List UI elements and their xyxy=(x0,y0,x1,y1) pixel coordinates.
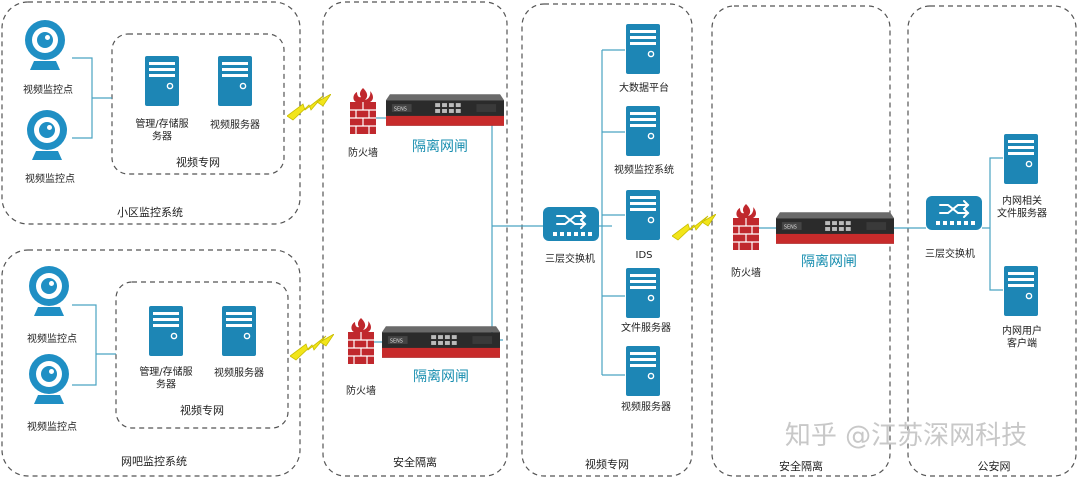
netbar-subnet-label: 视频专网 xyxy=(180,403,224,417)
iso1-firewall-bottom-label: 防火墙 xyxy=(346,384,376,397)
police-switch-label: 三层交换机 xyxy=(925,247,975,260)
server-icon xyxy=(626,346,660,396)
server-icon xyxy=(1004,134,1038,184)
zone-police xyxy=(907,5,1077,477)
center-zone-title: 视频专网 xyxy=(585,457,629,471)
center-bigdata-label: 大数据平台 xyxy=(619,81,669,94)
netbar-mgmt-server-label: 管理/存储服务器 xyxy=(139,365,192,391)
iso1-gap-top-label: 隔离网闸 xyxy=(412,138,468,155)
camera-icon xyxy=(25,20,65,70)
center-ids-label: IDS xyxy=(636,250,653,261)
community-zone-title: 小区监控系统 xyxy=(117,205,183,219)
lightning-icon xyxy=(287,94,331,121)
police-zone-title: 公安网 xyxy=(978,459,1011,473)
server-icon xyxy=(145,56,179,106)
server-icon xyxy=(626,24,660,74)
isolation-gateway-icon xyxy=(382,326,500,358)
netbar-video-server-label: 视频服务器 xyxy=(214,366,264,379)
netbar-camera-1-label: 视频监控点 xyxy=(27,332,77,345)
camera-icon xyxy=(29,354,69,404)
lightning-icon xyxy=(672,214,716,241)
police-file-server-label: 内网相关文件服务器 xyxy=(997,194,1047,220)
iso1-firewall-top-label: 防火墙 xyxy=(348,146,378,159)
camera-icon xyxy=(27,110,67,160)
firewall-icon xyxy=(350,88,376,134)
isolation-gateway-icon xyxy=(386,94,504,126)
zone-netbar xyxy=(1,249,301,477)
subnet-community xyxy=(111,33,285,175)
isolation-gateway-icon xyxy=(776,212,894,244)
zone-center xyxy=(521,3,693,477)
subnet-netbar xyxy=(115,281,289,429)
center-switch-label: 三层交换机 xyxy=(545,252,595,265)
netbar-zone-title: 网吧监控系统 xyxy=(121,454,187,468)
watermark: 知乎 @江苏深网科技 xyxy=(785,421,1027,451)
camera-icon xyxy=(29,266,69,316)
community-camera-2-label: 视频监控点 xyxy=(25,172,75,185)
community-subnet-label: 视频专网 xyxy=(176,155,220,169)
lightning-icon xyxy=(290,334,334,361)
server-icon xyxy=(626,268,660,318)
center-file-server-label: 文件服务器 xyxy=(621,321,671,334)
server-icon xyxy=(1004,266,1038,316)
iso1-gap-bottom-label: 隔离网闸 xyxy=(413,368,469,385)
switch-icon xyxy=(543,207,599,241)
switch-icon xyxy=(926,196,982,230)
police-client-label: 内网用户客户端 xyxy=(1002,324,1042,350)
server-icon xyxy=(626,190,660,240)
netbar-camera-2-label: 视频监控点 xyxy=(27,420,77,433)
iso2-zone-title: 安全隔离 xyxy=(779,459,823,473)
community-mgmt-server-label: 管理/存储服务器 xyxy=(135,117,188,143)
iso1-zone-title: 安全隔离 xyxy=(393,455,437,469)
community-video-server-label: 视频服务器 xyxy=(210,118,260,131)
firewall-icon xyxy=(348,318,374,364)
firewall-icon xyxy=(733,204,759,250)
iso2-firewall-label: 防火墙 xyxy=(731,266,761,279)
server-icon xyxy=(149,306,183,356)
center-video-server-label: 视频服务器 xyxy=(621,400,671,413)
community-camera-1-label: 视频监控点 xyxy=(23,83,73,96)
zone-isolation-1 xyxy=(322,1,508,477)
iso2-gap-label: 隔离网闸 xyxy=(801,253,857,270)
server-icon xyxy=(218,56,252,106)
server-icon xyxy=(626,106,660,156)
server-icon xyxy=(222,306,256,356)
center-vms-label: 视频监控系统 xyxy=(614,163,674,176)
